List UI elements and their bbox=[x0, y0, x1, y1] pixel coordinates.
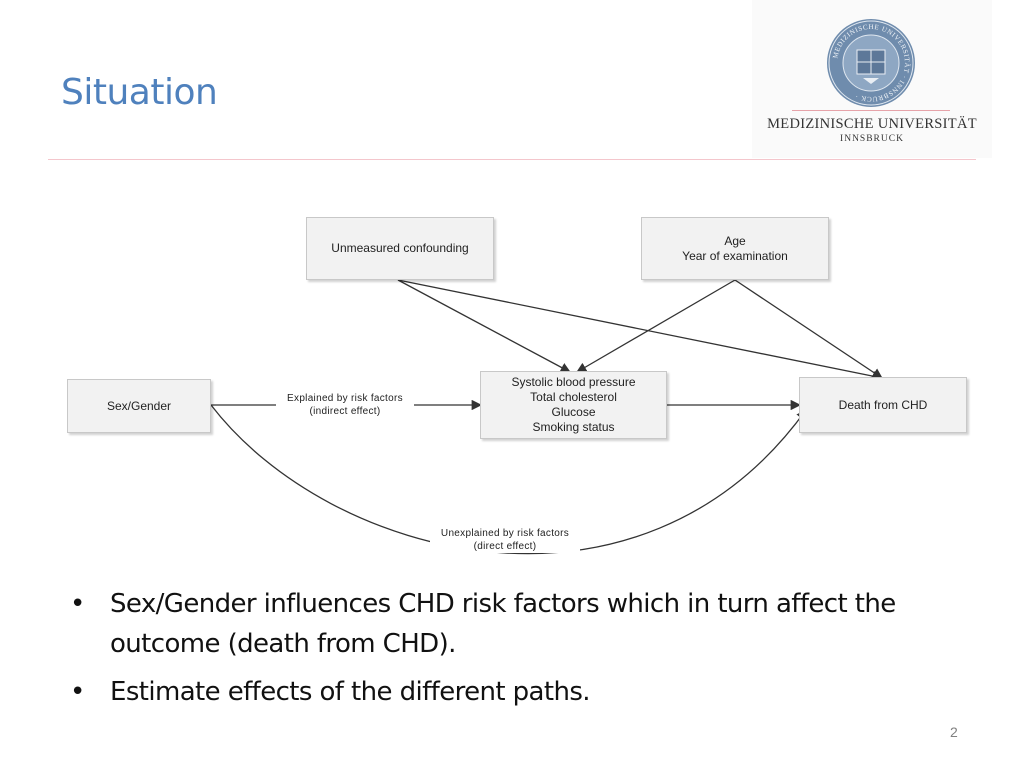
node-line: Year of examination bbox=[682, 248, 788, 263]
slide-title: Situation bbox=[61, 72, 218, 113]
edge-label-direct: Unexplained by risk factors (direct effe… bbox=[430, 527, 580, 553]
bullet-icon: • bbox=[70, 589, 85, 619]
title-divider bbox=[48, 159, 976, 160]
bullet-text: Estimate effects of the different paths. bbox=[110, 677, 591, 707]
node-line: Systolic blood pressure bbox=[511, 375, 636, 389]
node-age: Age Year of examination bbox=[641, 217, 829, 280]
node-line: Smoking status bbox=[532, 420, 615, 434]
edge-label-line: Unexplained by risk factors bbox=[440, 528, 570, 539]
node-line: Death from CHD bbox=[838, 397, 928, 412]
edge-age-to-risk bbox=[576, 279, 736, 373]
node-line: Sex/Gender bbox=[106, 398, 172, 413]
edge-label-line: (direct effect) bbox=[473, 541, 537, 552]
edge-confounding-to-death bbox=[397, 279, 884, 382]
bullet-icon: • bbox=[70, 677, 85, 707]
edge-label-indirect: Explained by risk factors (indirect effe… bbox=[276, 392, 414, 418]
page-number: 2 bbox=[950, 724, 958, 740]
edge-label-line: (indirect effect) bbox=[309, 406, 381, 417]
node-sex-gender: Sex/Gender bbox=[67, 379, 211, 433]
edge-label-line: Explained by risk factors bbox=[287, 393, 403, 404]
node-line: Unmeasured confounding bbox=[331, 241, 469, 255]
node-death-from-chd: Death from CHD bbox=[799, 377, 967, 433]
logo-university-name: MEDIZINISCHE UNIVERSITÄT bbox=[767, 116, 977, 132]
bullet-list: • Sex/Gender influences CHD risk factors… bbox=[70, 584, 970, 720]
logo-divider bbox=[792, 110, 950, 111]
node-risk-factors: Systolic blood pressure Total cholestero… bbox=[480, 371, 667, 439]
university-seal-icon: MEDIZINISCHE UNIVERSITÄT · INNSBRUCK · bbox=[827, 19, 915, 107]
node-line: Age bbox=[724, 233, 746, 248]
node-line: Total cholesterol bbox=[530, 390, 617, 404]
university-logo: MEDIZINISCHE UNIVERSITÄT · INNSBRUCK · M… bbox=[752, 0, 992, 158]
bullet-text: Sex/Gender influences CHD risk factors w… bbox=[110, 589, 896, 659]
node-line: Glucose bbox=[551, 405, 596, 419]
logo-city: INNSBRUCK bbox=[840, 134, 904, 144]
node-unmeasured-confounding: Unmeasured confounding bbox=[306, 217, 494, 280]
bullet-item: • Estimate effects of the different path… bbox=[70, 672, 970, 712]
bullet-item: • Sex/Gender influences CHD risk factors… bbox=[70, 584, 970, 664]
edge-age-to-death bbox=[734, 279, 883, 379]
edge-confounding-to-risk bbox=[397, 279, 571, 373]
